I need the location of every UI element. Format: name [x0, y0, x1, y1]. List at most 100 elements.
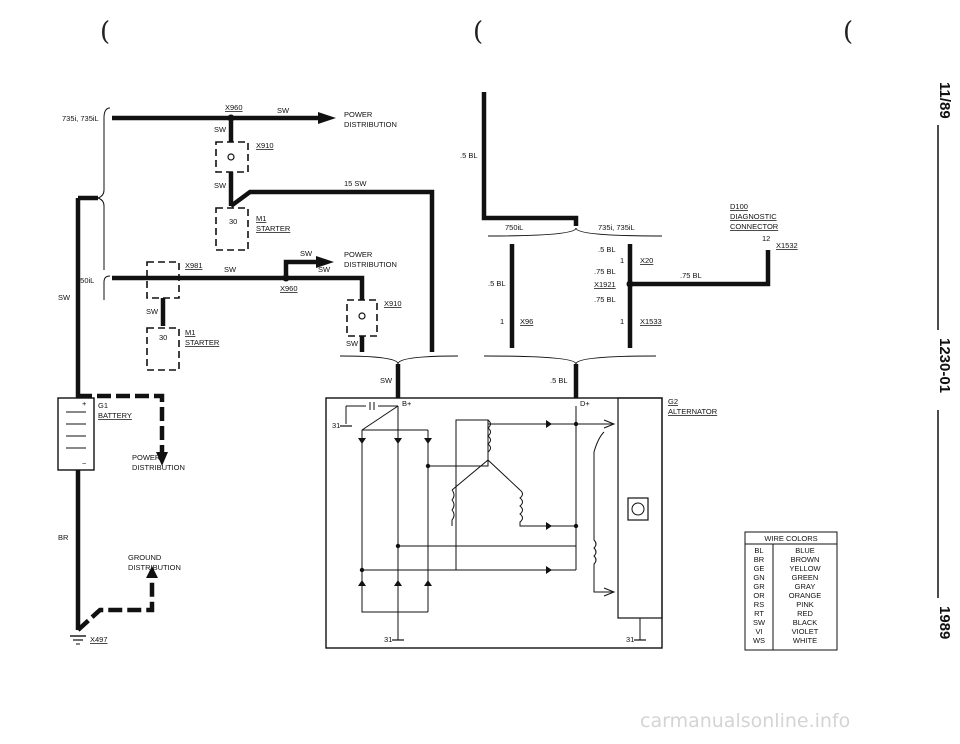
bracket-750: [103, 275, 111, 300]
label-31-b: 31: [384, 635, 392, 644]
label-x96: X96: [520, 317, 533, 326]
margin-mark-center: (: [473, 17, 483, 47]
battery-plus: +: [82, 399, 87, 408]
wire-color-code: GN: [753, 573, 764, 582]
label-dplus: D+: [580, 399, 590, 408]
arrow-power-mid: [316, 256, 334, 268]
wire-color-code: RS: [754, 600, 764, 609]
wire-color-name: GRAY: [795, 582, 816, 591]
label-x910-top: X910: [256, 141, 274, 150]
side-year: 1989: [936, 606, 953, 639]
label-twelve: 12: [762, 234, 770, 243]
label-one-a: 1: [500, 317, 504, 326]
label-model-735-r: 735i, 735iL: [598, 223, 635, 232]
wire-color-name: YELLOW: [789, 564, 821, 573]
side-date: 11/89: [936, 82, 953, 119]
label-75bl-b: .75 BL: [594, 295, 616, 304]
wire-color-code: WS: [753, 636, 765, 645]
label-g1: G1: [98, 401, 108, 410]
label-x1921: X1921: [594, 280, 616, 289]
wire-color-code: VI: [755, 627, 762, 636]
wire-color-name: BROWN: [791, 555, 820, 564]
battery-g1: [57, 397, 95, 471]
wire-color-code: BL: [754, 546, 763, 555]
label-sw-mid: SW: [300, 249, 313, 258]
starter-m1-bottom: [146, 327, 180, 371]
wire-color-name: WHITE: [793, 636, 817, 645]
label-model-750: 750iL: [76, 276, 94, 285]
wire-color-code: BR: [754, 555, 765, 564]
label-model-750-r: 750iL: [505, 223, 523, 232]
label-x910-mid: X910: [384, 299, 402, 308]
label-x1533: X1533: [640, 317, 662, 326]
label-model-735: 735i, 735iL: [62, 114, 99, 123]
label-g2: G2: [668, 397, 678, 406]
wire-color-code: SW: [753, 618, 766, 627]
ground-symbol-x497: [70, 635, 86, 645]
wire-750-mid: [112, 275, 365, 300]
bracket-735: [96, 107, 111, 270]
label-power-dist-mid-1: POWER: [344, 250, 373, 259]
label-power-dist-top-2: DISTRIBUTION: [344, 120, 397, 129]
wire-color-name: BLACK: [793, 618, 818, 627]
label-m1-30-b: 30: [159, 333, 167, 342]
label-one-c: 1: [620, 317, 624, 326]
alternator-g2: B+ D+ 31: [325, 397, 663, 649]
label-starter-bottom: STARTER: [185, 338, 220, 347]
wire-color-name: RED: [797, 609, 813, 618]
regulator-icon: [627, 497, 649, 521]
label-one-b: 1: [620, 256, 624, 265]
wire-colors-title: WIRE COLORS: [764, 534, 817, 543]
label-d100: D100: [730, 202, 748, 211]
label-5bl-mid: .5 BL: [488, 279, 506, 288]
connector-x910-top: [215, 141, 249, 173]
label-battery: BATTERY: [98, 411, 132, 420]
label-m1-30: 30: [229, 217, 237, 226]
wire-diag: [630, 250, 771, 287]
wire-color-code: GR: [753, 582, 765, 591]
label-5bl-d: .5 BL: [550, 376, 568, 385]
label-x960-top: X960: [225, 103, 243, 112]
connector-x910-mid: [346, 299, 378, 337]
label-sw-f: SW: [346, 339, 359, 348]
wire-color-code: RT: [754, 609, 764, 618]
label-75bl-a: .75 BL: [594, 267, 616, 276]
label-sw-e: SW: [146, 307, 159, 316]
label-31-a: 31: [332, 421, 340, 430]
label-power-dist-bat-1: POWER: [132, 453, 161, 462]
wire-color-name: PINK: [796, 600, 814, 609]
label-power-dist-bat-2: DISTRIBUTION: [132, 463, 185, 472]
side-header: 11/89 1230-01 1989: [936, 82, 953, 639]
label-br: BR: [58, 533, 69, 542]
watermark: carmanualsonline.info: [640, 710, 850, 732]
label-power-dist-mid-2: DISTRIBUTION: [344, 260, 397, 269]
label-diagnostic: DIAGNOSTIC: [730, 212, 777, 221]
label-15sw: 15 SW: [344, 179, 367, 188]
brace-right-models: [487, 227, 663, 237]
wire-15sw: [229, 189, 435, 352]
label-bplus: B+: [402, 399, 412, 408]
brace-right-feeds: [483, 355, 657, 365]
label-ground-dist-2: DISTRIBUTION: [128, 563, 181, 572]
wire-5bl-top: [481, 92, 579, 226]
wire-color-name: GREEN: [792, 573, 819, 582]
label-sw-a: SW: [214, 125, 227, 134]
brace-left-feeds: [339, 355, 459, 365]
label-m1-bottom: M1: [185, 328, 195, 337]
label-ground-dist-1: GROUND: [128, 553, 162, 562]
label-power-dist-top-1: POWER: [344, 110, 373, 119]
label-sw-b: SW: [214, 181, 227, 190]
label-starter-top: STARTER: [256, 224, 291, 233]
label-x497: X497: [90, 635, 108, 644]
label-5bl-c: .5 BL: [598, 245, 616, 254]
label-31-c: 31: [626, 635, 634, 644]
label-sw-left: SW: [58, 293, 71, 302]
label-x981: X981: [185, 261, 203, 270]
wire-color-code: GE: [754, 564, 765, 573]
label-sw-c: SW: [224, 265, 237, 274]
label-x20: X20: [640, 256, 653, 265]
margin-mark-right: (: [843, 17, 853, 47]
label-sw-d: SW: [318, 265, 331, 274]
label-sw-top: SW: [277, 106, 290, 115]
